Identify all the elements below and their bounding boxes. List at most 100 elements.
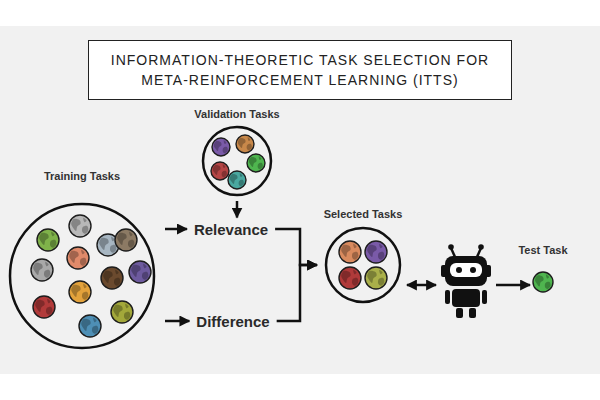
globe-disc [211, 162, 229, 180]
globe-land [71, 285, 80, 297]
globe-land [249, 157, 257, 167]
globe-land [224, 140, 227, 144]
flow-arrow [165, 320, 189, 323]
globe-land [367, 271, 376, 283]
globe-land [80, 258, 86, 266]
robot-arm [482, 290, 487, 304]
task-pool-circle: Training Tasks [7, 170, 157, 351]
globe-land [129, 232, 132, 237]
globe-land [378, 278, 384, 286]
globe-icon [339, 241, 361, 263]
group-heading: Test Task [518, 244, 567, 257]
title-box: INFORMATION-THEORETIC TASK SELECTION FOR… [88, 40, 512, 100]
globe-land [213, 165, 221, 175]
globe-land [71, 219, 80, 231]
task-pool-circle: Validation Tasks [194, 108, 279, 198]
globe-land [240, 173, 243, 177]
globe-land [128, 240, 134, 248]
globe-land [93, 318, 96, 323]
group-heading: Validation Tasks [194, 108, 279, 121]
globe-land [248, 137, 251, 141]
globe-icon [31, 259, 53, 281]
pool-ring [326, 228, 400, 302]
target-globe: Test Task [518, 244, 567, 295]
globe-land [35, 300, 44, 312]
globe-icon [236, 135, 254, 153]
robot-leg [469, 308, 476, 318]
flow-arrow [236, 201, 239, 218]
globe-icon [69, 215, 91, 237]
globe-land [115, 270, 118, 275]
pool-outline [7, 201, 157, 351]
globe-land [47, 299, 50, 304]
globe-icon [101, 267, 123, 289]
globe-land [143, 264, 146, 269]
globe-land [39, 233, 48, 245]
globe-icon [365, 267, 387, 289]
flow-arrow [275, 229, 317, 265]
robot-eye [470, 267, 476, 273]
globe-land [535, 275, 544, 286]
criterion-text: Difference [193, 311, 272, 332]
globe-land [259, 156, 262, 160]
group-heading: Selected Tasks [324, 208, 403, 221]
globe-icon [211, 162, 229, 180]
globe-land [223, 164, 226, 168]
globe-land [341, 245, 350, 257]
globe-disc [111, 301, 133, 323]
globe-land [69, 251, 78, 263]
globe-disc [247, 154, 265, 172]
robot-visor [450, 263, 482, 277]
globe-land [113, 305, 122, 317]
globe-disc [129, 261, 151, 283]
globe-icon [247, 154, 265, 172]
robot-antenna-tip [478, 244, 484, 250]
criterion-label: Difference [193, 311, 272, 332]
globe-disc [365, 241, 387, 263]
group-heading: Training Tasks [44, 170, 120, 183]
globe-disc [67, 247, 89, 269]
robot-head [445, 256, 487, 286]
globe-disc [33, 296, 55, 318]
robot-arm [445, 290, 450, 304]
globe-icon [33, 296, 55, 318]
globe-land [341, 271, 350, 283]
globe-land [223, 147, 228, 153]
robot-antenna-tip [448, 244, 454, 250]
globe-icon [129, 261, 151, 283]
globe-land [33, 263, 42, 275]
globe-land [247, 144, 252, 150]
globe-disc [339, 241, 361, 263]
globe-icon [533, 272, 553, 292]
globe-land [258, 163, 263, 169]
globe-icon [115, 229, 137, 251]
globe-disc [31, 259, 53, 281]
criterion-label: Relevance [191, 219, 271, 240]
globe-land [230, 174, 238, 184]
globe-disc [79, 315, 101, 337]
globe-land [378, 252, 384, 260]
globe-land [214, 141, 222, 151]
globe-land [545, 282, 551, 289]
globe-disc [339, 267, 361, 289]
globe-disc [69, 215, 91, 237]
globe-disc [37, 229, 59, 251]
globe-disc [236, 135, 254, 153]
robot-leg [456, 308, 463, 318]
globe-land [103, 271, 112, 283]
globe-disc [115, 229, 137, 251]
task-pool-circle: Selected Tasks [323, 208, 403, 305]
globe-land [114, 278, 120, 286]
pool-ring [203, 127, 271, 195]
globe-land [81, 319, 90, 331]
globe-icon [69, 281, 91, 303]
globe-icon [365, 241, 387, 263]
deploy-arrow [496, 284, 530, 287]
globe-land [46, 307, 52, 315]
globe-disc [228, 171, 246, 189]
globe-land [99, 238, 108, 250]
globe-icon [37, 229, 59, 251]
globe-land [367, 245, 376, 257]
flow-arrow [165, 228, 187, 231]
